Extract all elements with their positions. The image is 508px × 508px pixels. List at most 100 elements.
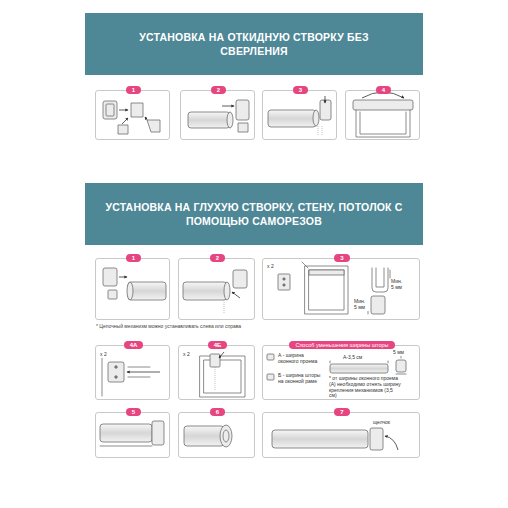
note-text: Мин. 5 мм [391,279,406,291]
section-band: УСТАНОВКА НА ОТКИДНУЮ СТВОРКУ БЕЗ СВЕРЛЕ… [85,13,423,75]
roller-with-chain [268,96,331,136]
step-number: 2 [210,254,225,262]
drawing-stroke [108,290,117,299]
drawing-stroke [152,421,164,445]
step-panel: 1 [95,258,170,320]
step-panel: 4 [345,90,420,140]
step-number: 7 [334,408,349,416]
bracket-and-roller [103,268,166,300]
drawing-stroke [309,270,344,310]
drawing-stroke [118,125,128,134]
drawing-stroke [184,426,224,446]
drawing-stroke [223,430,229,442]
drawing-stroke [222,106,234,107]
drawing-stroke [236,100,249,120]
drawing-stroke [360,112,406,134]
step-panel: 2 [180,90,255,140]
step-number: 1 [126,254,141,262]
note-text: Б - ширина шторы на оконной раме [278,373,324,385]
drawing-stroke [103,101,117,119]
drawing-stroke [220,425,232,447]
step-number: 4А [124,341,144,349]
bracket-parts [103,101,160,134]
drawing-stroke [100,424,152,442]
drawing-stroke [313,110,319,126]
drawing-stroke [227,112,233,128]
section-title: УСТАНОВКА НА ОТКИДНУЮ СТВОРКУ БЕЗ СВЕРЛЕ… [138,30,370,58]
drawing-stroke [119,110,128,111]
roller-installed [100,421,164,446]
drawing-stroke [320,100,331,120]
drawing-stroke [370,428,383,450]
section-title: УСТАНОВКА НА ГЛУХУЮ СТВОРКУ, СТЕНУ, ПОТО… [104,200,404,228]
drawing-stroke [302,262,308,268]
drawing-stroke [233,270,247,288]
drawing-stroke [127,282,133,300]
step-panel: 7щелчок [262,412,420,458]
note-text: x 2 [183,352,190,358]
drawing-stroke [376,268,384,287]
drawing-stroke [224,300,225,314]
step-panel: 3 [262,90,337,140]
drawing-stroke [238,123,248,132]
roller-click-in [272,428,398,450]
step-panel: 3x 2Мин. 5 ммМин. 5 мм [262,258,420,320]
note-text: * от ширины оконного проема (А) необходи… [329,376,401,399]
drawing-stroke [305,266,348,314]
roller-and-bracket-2 [183,270,247,314]
step-panel: 5 [95,412,170,458]
window-sash [353,92,413,137]
window-frame-mounting [278,262,390,314]
step-number: 5 [126,408,141,416]
section-band: УСТАНОВКА НА ГЛУХУЮ СТВОРКУ, СТЕНУ, ПОТО… [85,183,423,245]
drawing-stroke [119,277,127,278]
note-text: 5 мм [393,350,404,356]
drawing-stroke [318,126,319,136]
drawing-stroke [147,120,160,132]
roller-and-bracket [188,100,249,132]
drawing-stroke [278,274,290,290]
drawing-stroke [224,282,230,300]
step-number: 3 [334,254,349,262]
info-heading: Способ уменьшения ширины шторы [289,341,394,349]
step-panel: 4Бx 2 [178,345,255,400]
drawing-stroke [100,446,152,447]
drawing-stroke [356,110,410,137]
step-number: 3 [293,86,308,94]
drawing-stroke [385,436,398,450]
drawing-stroke [219,352,224,358]
drawing-stroke [267,354,274,360]
drawing-stroke [115,366,118,369]
drawing-stroke [183,282,227,300]
drawing-stroke [102,356,103,396]
drawing-stroke [268,110,316,127]
drawing-stroke [309,270,344,275]
step-number: 4 [376,86,391,94]
step-number: 2 [211,86,226,94]
drawing-stroke [200,356,245,397]
screw-mounting [102,356,160,396]
note-text: А-3,5 см [343,355,362,361]
step-panel: Способ уменьшения ширины шторыА - ширина… [262,345,420,400]
drawing-stroke [108,362,124,382]
roller-end-cap [184,425,232,447]
note-text: x 2 [100,352,107,358]
drawing-stroke [283,278,285,280]
drawing-stroke [188,112,230,128]
drawing-stroke [210,354,220,367]
drawing-stroke [371,296,385,314]
note-text: щелчок [373,420,390,426]
drawing-stroke [128,377,150,378]
drawing-stroke [128,282,166,300]
drawing-stroke [325,96,326,103]
step-panel: 4Аx 2 [95,345,170,400]
drawing-stroke [372,268,388,292]
step-panel: 2 [178,258,255,320]
note-text: Мин. 5 мм [354,299,369,311]
drawing-stroke [272,430,368,448]
drawing-stroke [401,356,402,358]
footnote: * Цепочный механизм можно устанавливать … [96,323,241,329]
drawing-stroke [283,284,285,286]
